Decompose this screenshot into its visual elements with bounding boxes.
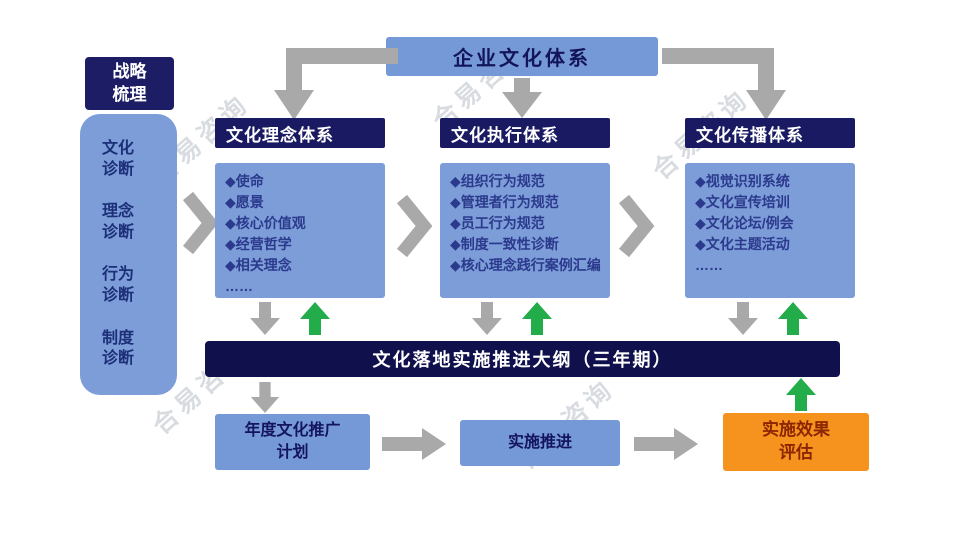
arrow-up-green-icon	[522, 302, 552, 336]
diagnosis-column: 文化 诊断 理念 诊断 行为 诊断 制度 诊断	[80, 114, 177, 395]
pillar-header-concept-system: 文化理念体系	[215, 118, 385, 148]
arrow-up-green-icon	[300, 302, 330, 336]
elbow-arrow-left-icon	[272, 44, 398, 122]
list-item: ◆文化论坛/例会	[695, 215, 794, 231]
list-item: ◆制度一致性诊断	[450, 236, 559, 252]
chevron-right-icon	[180, 190, 220, 256]
diagnosis-item-behavior: 行为 诊断	[102, 266, 135, 305]
list-item: ……	[225, 278, 253, 294]
list-item: ◆相关理念	[225, 257, 292, 273]
diagnosis-item-culture: 文化 诊断	[102, 139, 135, 178]
list-item: ◆视觉识别系统	[695, 173, 790, 189]
arrow-up-green-icon	[786, 377, 816, 413]
node-corporate-culture-system: 企业文化体系	[386, 37, 658, 76]
list-item: ◆文化宣传培训	[695, 194, 790, 210]
arrow-down-icon	[472, 302, 502, 336]
arrow-down-icon	[250, 302, 280, 336]
arrow-right-icon	[634, 428, 698, 460]
node-implementation-outline-bar: 文化落地实施推进大纲（三年期）	[205, 341, 840, 377]
pillar-header-execution-system: 文化执行体系	[440, 118, 610, 148]
node-implementation-advance: 实施推进	[460, 420, 620, 466]
elbow-arrow-right-icon	[662, 44, 788, 122]
arrow-right-icon	[382, 428, 446, 460]
node-effect-evaluation: 实施效果 评估	[723, 413, 869, 471]
list-item: ◆愿景	[225, 194, 264, 210]
node-strategy-review: 战略 梳理	[85, 57, 174, 110]
list-item: ◆核心理念践行案例汇编	[450, 257, 601, 273]
list-item: ◆使命	[225, 173, 264, 189]
list-item: ◆核心价值观	[225, 215, 306, 231]
node-annual-promotion-plan: 年度文化推广 计划	[215, 414, 370, 470]
arrow-down-icon	[728, 302, 758, 336]
pillar-body-concept-system: ◆使命 ◆愿景 ◆核心价值观 ◆经营哲学 ◆相关理念 ……	[215, 163, 385, 298]
chevron-right-icon	[394, 193, 434, 259]
diagnosis-item-philosophy: 理念 诊断	[102, 203, 135, 241]
arrow-up-green-icon	[778, 302, 808, 336]
list-item: ◆组织行为规范	[450, 173, 545, 189]
list-item: ◆文化主题活动	[695, 236, 790, 252]
chevron-right-icon	[616, 193, 656, 259]
pillar-body-communication-system: ◆视觉识别系统 ◆文化宣传培训 ◆文化论坛/例会 ◆文化主题活动 ……	[685, 163, 855, 298]
arrow-down-icon	[502, 78, 542, 120]
arrow-down-icon	[250, 382, 280, 414]
list-item: ……	[695, 257, 723, 273]
pillar-header-communication-system: 文化传播体系	[685, 118, 855, 148]
pillar-body-execution-system: ◆组织行为规范 ◆管理者行为规范 ◆员工行为规范 ◆制度一致性诊断 ◆核心理念践…	[440, 163, 610, 298]
list-item: ◆经营哲学	[225, 236, 292, 252]
diagnosis-item-institution: 制度 诊断	[102, 329, 135, 368]
list-item: ◆管理者行为规范	[450, 194, 559, 210]
list-item: ◆员工行为规范	[450, 215, 545, 231]
